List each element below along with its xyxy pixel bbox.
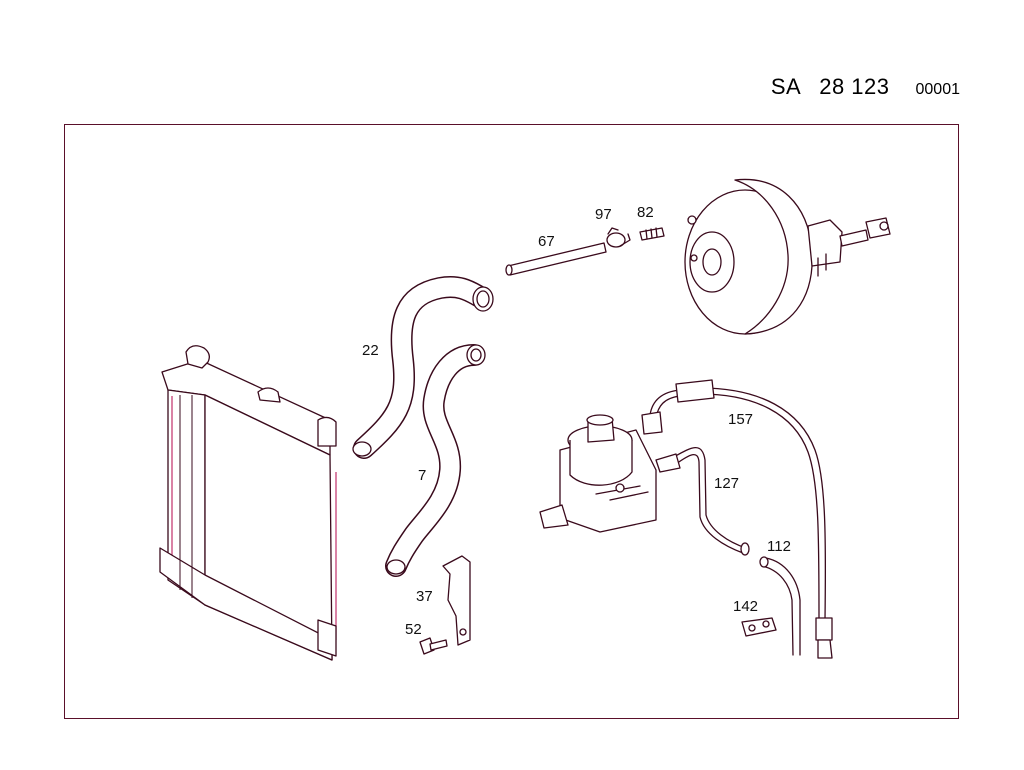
hose-112[interactable] [759, 556, 801, 656]
reference-sheet: 00001 [915, 81, 961, 98]
hose-clamp-97[interactable] [606, 227, 631, 248]
bolt-52[interactable] [419, 637, 448, 655]
vacuum-pump[interactable] [539, 414, 657, 533]
reference-group: 28 123 [819, 74, 890, 99]
radiator[interactable] [159, 345, 337, 661]
label-part-97: 97 [595, 206, 612, 223]
diagram-frame [64, 124, 959, 719]
label-part-67: 67 [538, 233, 555, 250]
label-part-142: 142 [733, 598, 758, 615]
hose-22[interactable] [352, 276, 494, 459]
label-part-127: 127 [714, 475, 739, 492]
vacuum-line-157[interactable] [641, 379, 833, 659]
bracket-37[interactable] [442, 555, 471, 646]
label-part-52: 52 [405, 621, 422, 638]
label-part-22: 22 [362, 342, 379, 359]
diagram-reference: SA 28 123 00001 [771, 74, 960, 100]
hose-7[interactable] [385, 344, 486, 577]
label-part-157: 157 [728, 411, 753, 428]
grommet-142[interactable] [741, 617, 777, 637]
fitting-82[interactable] [639, 227, 665, 241]
label-part-112: 112 [767, 538, 791, 555]
reference-prefix: SA [770, 74, 802, 99]
brake-booster[interactable] [684, 178, 891, 335]
label-part-37: 37 [416, 588, 433, 605]
label-part-7: 7 [418, 467, 426, 484]
tube-67[interactable] [505, 242, 607, 276]
vacuum-line-127[interactable] [655, 447, 750, 556]
label-part-82: 82 [637, 204, 654, 221]
